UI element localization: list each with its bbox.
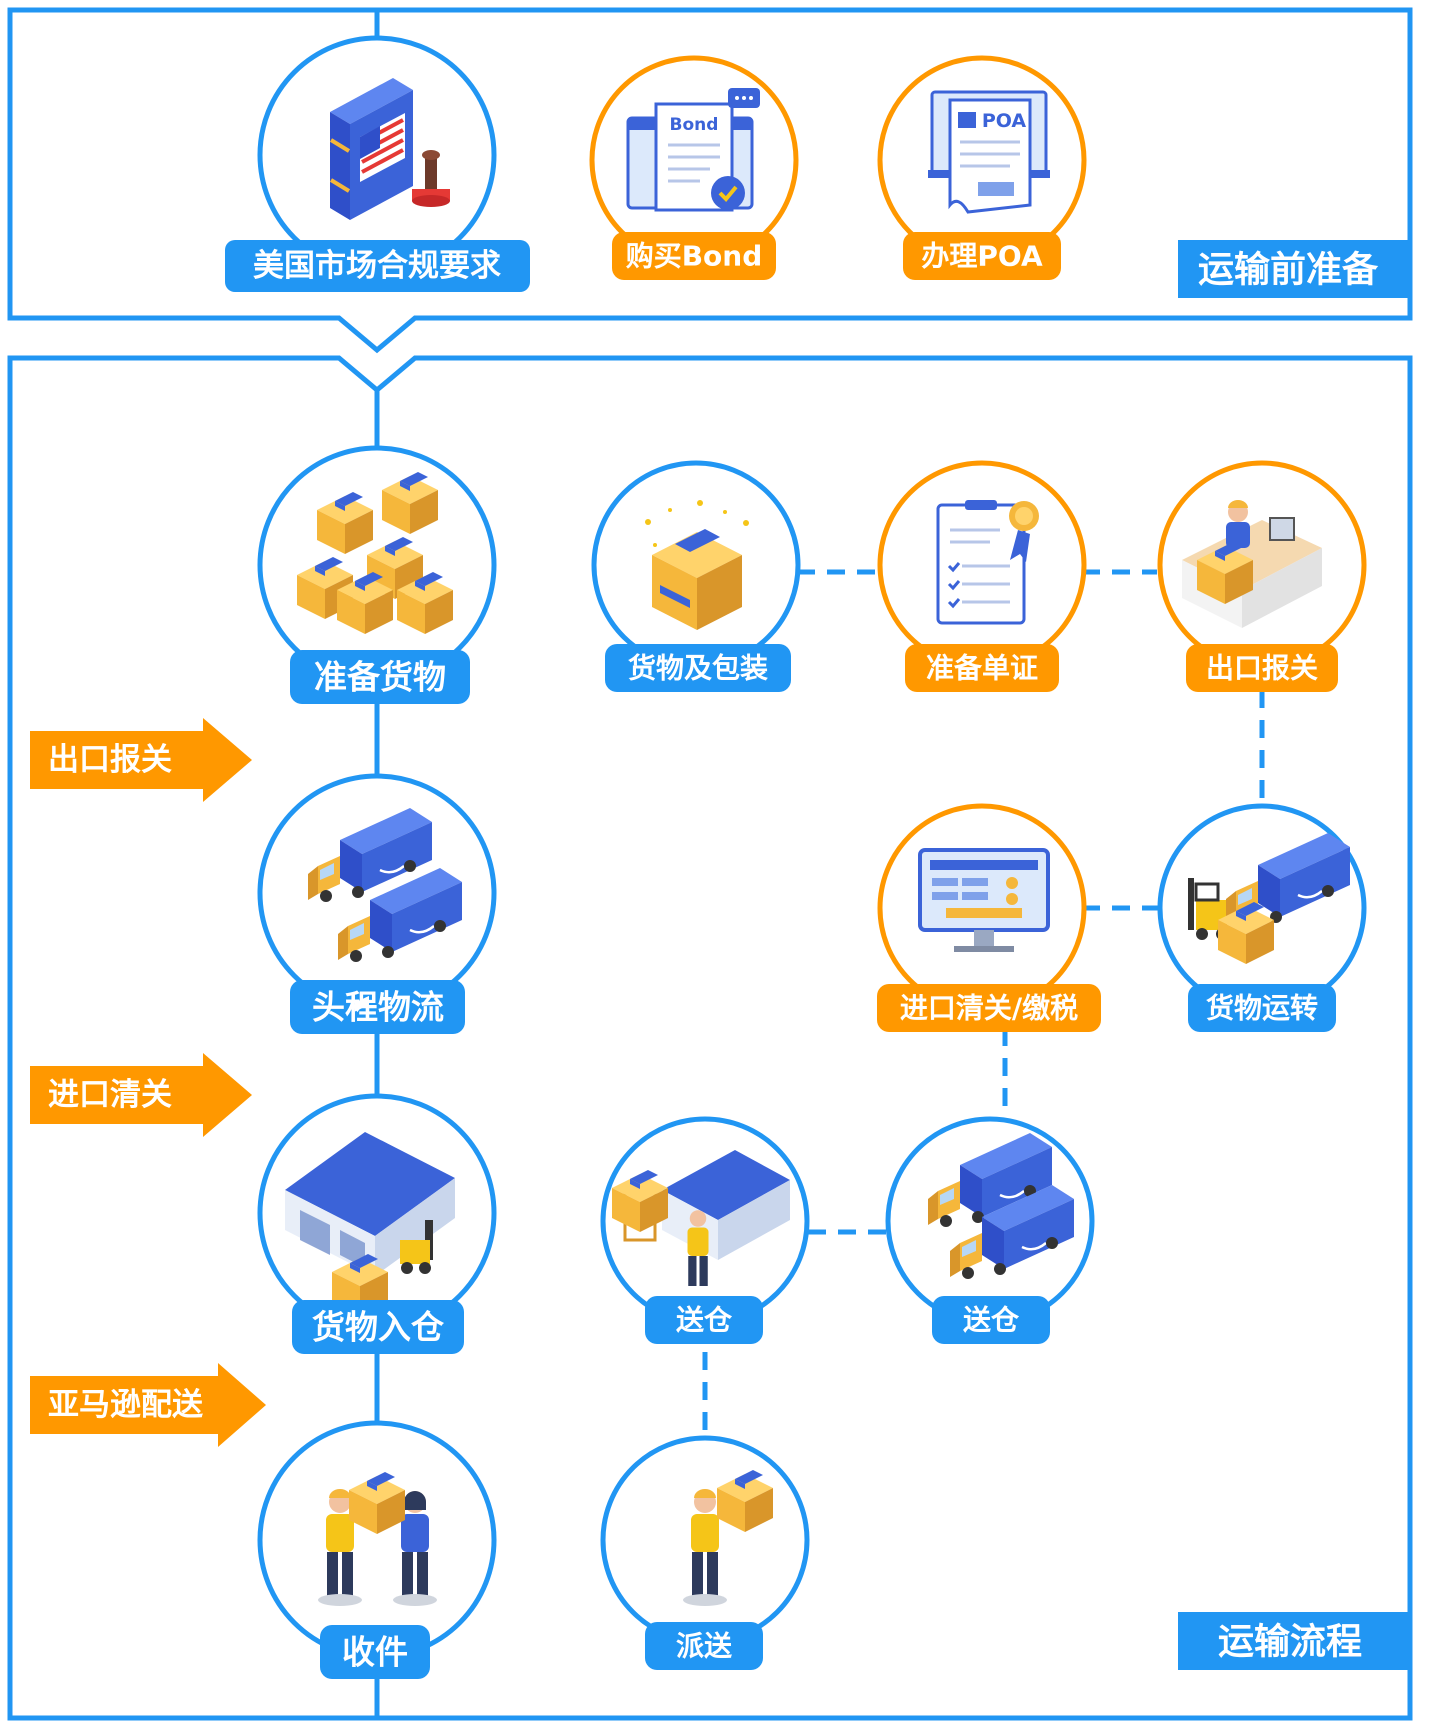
side-arrow-export: 出口报关 bbox=[30, 718, 252, 802]
main-node-prepare-goods: 准备货物 bbox=[257, 445, 497, 704]
main-node-receive: 收件 bbox=[257, 1420, 497, 1679]
sub-node-documents: 准备单证 bbox=[877, 460, 1087, 692]
flow-section-badge: 运输流程 bbox=[1178, 1612, 1410, 1670]
side-arrow-import-label: 进口清关 bbox=[48, 1077, 172, 1113]
forklift-truck-icon bbox=[1188, 831, 1352, 964]
sub-node-delivery-truck-label: 送仓 bbox=[963, 1304, 1020, 1337]
bond-document-icon: Bond bbox=[626, 88, 760, 212]
side-arrow-export-label: 出口报关 bbox=[48, 742, 172, 778]
sub-node-transfer: 货物运转 bbox=[1157, 803, 1367, 1032]
flow-section-frame bbox=[7, 355, 1413, 1721]
sub-node-documents-label: 准备单证 bbox=[926, 652, 1038, 685]
main-node-first-leg: 头程物流 bbox=[257, 773, 497, 1034]
poa-document-icon: POA bbox=[928, 90, 1050, 214]
prep-section-title: 运输前准备 bbox=[1198, 250, 1379, 291]
svg-text:Bond: Bond bbox=[670, 115, 719, 135]
prep-node-bond: Bond 购买Bond bbox=[589, 55, 799, 280]
sub-node-courier-label: 派送 bbox=[676, 1630, 732, 1663]
sub-node-import-customs: 进口清关/缴税 bbox=[877, 803, 1101, 1032]
compliance-book-stamp-icon bbox=[329, 78, 450, 220]
dashed-connectors bbox=[702, 569, 1265, 1440]
main-node-first-leg-label: 头程物流 bbox=[312, 988, 444, 1027]
certificate-icon bbox=[936, 500, 1039, 625]
sub-node-package-label: 货物及包装 bbox=[628, 652, 768, 685]
prep-section-frame bbox=[7, 7, 1413, 354]
monitor-form-icon bbox=[918, 848, 1050, 952]
customs-counter-icon bbox=[1182, 500, 1322, 628]
prep-node-bond-label: 购买Bond bbox=[626, 240, 763, 273]
main-node-receive-label: 收件 bbox=[342, 1633, 408, 1672]
warehouse-icon bbox=[285, 995, 455, 1316]
main-node-prepare-goods-label: 准备货物 bbox=[314, 658, 446, 697]
sub-node-export-customs-label: 出口报关 bbox=[1206, 652, 1318, 685]
handover-people-icon bbox=[318, 1472, 437, 1606]
sub-node-package: 货物及包装 bbox=[591, 460, 801, 692]
sub-node-export-customs: 出口报关 bbox=[1157, 460, 1367, 692]
flow-section-title: 运输流程 bbox=[1218, 1622, 1362, 1663]
prep-node-compliance: 美国市场合规要求 bbox=[225, 35, 530, 292]
svg-text:POA: POA bbox=[982, 110, 1027, 132]
warehouse-worker-icon bbox=[612, 1150, 790, 1286]
prep-section-badge: 运输前准备 bbox=[1178, 240, 1410, 298]
main-node-warehouse-in-label: 货物入仓 bbox=[312, 1308, 445, 1347]
side-arrow-import: 进口清关 bbox=[30, 1053, 252, 1137]
prep-node-poa: POA 办理POA bbox=[877, 55, 1087, 280]
prep-node-poa-label: 办理POA bbox=[921, 240, 1043, 273]
sub-node-delivery-truck: 送仓 bbox=[885, 1116, 1095, 1344]
sub-node-import-customs-label: 进口清关/缴税 bbox=[900, 992, 1078, 1025]
sub-node-transfer-label: 货物运转 bbox=[1206, 992, 1318, 1025]
prep-node-compliance-label: 美国市场合规要求 bbox=[253, 248, 501, 284]
side-arrow-amazon-label: 亚马逊配送 bbox=[48, 1387, 203, 1423]
sub-node-delivery-warehouse: 送仓 bbox=[600, 1116, 810, 1344]
sub-node-courier: 派送 bbox=[600, 1435, 810, 1670]
side-arrow-amazon: 亚马逊配送 bbox=[30, 1363, 266, 1447]
package-icon bbox=[645, 500, 749, 630]
main-node-warehouse-in: 货物入仓 bbox=[257, 995, 497, 1354]
sub-node-delivery-warehouse-label: 送仓 bbox=[676, 1304, 733, 1337]
